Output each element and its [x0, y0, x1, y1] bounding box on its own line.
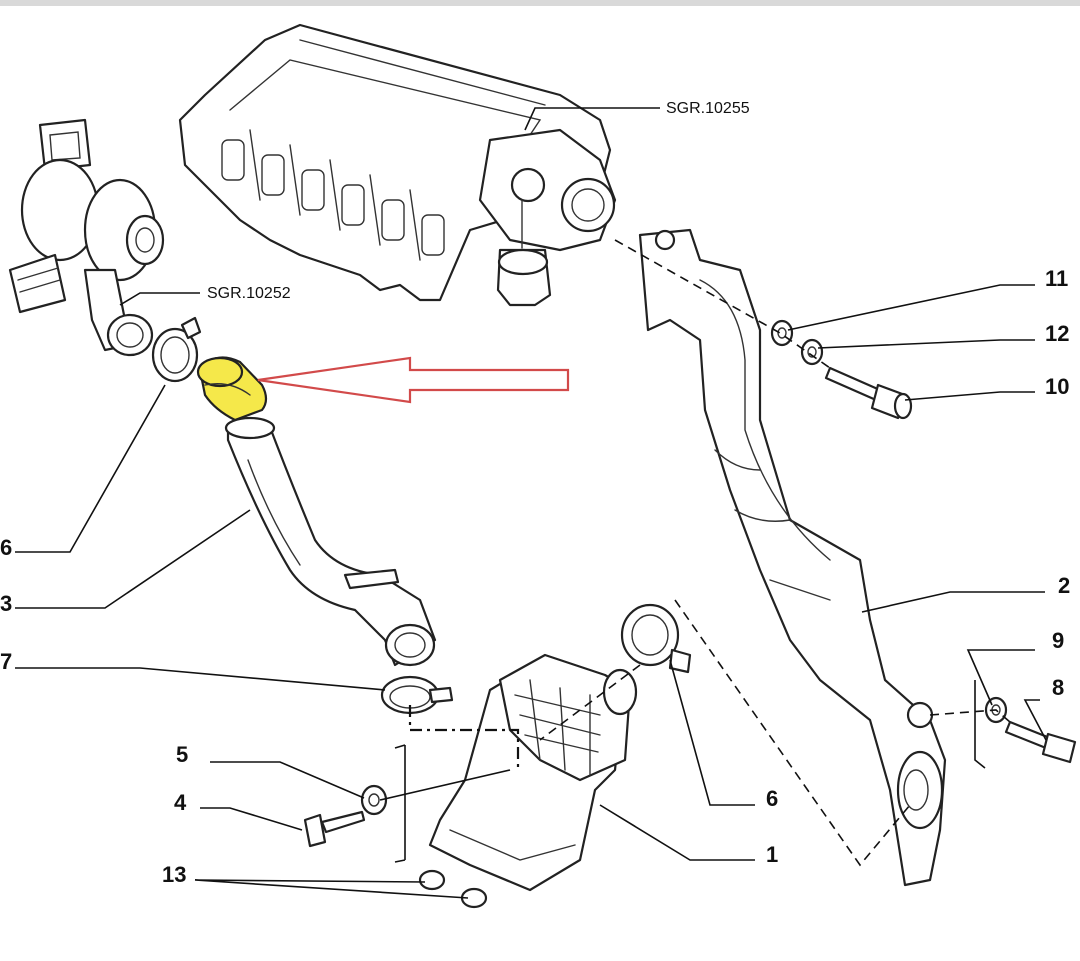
- top-gray-bar: [0, 0, 1080, 6]
- highlight-arrow: [257, 356, 570, 404]
- leader-4: [200, 807, 303, 831]
- callout-13: 13: [162, 862, 186, 887]
- washer-11: [770, 319, 794, 347]
- intercooler-pipe-2: [638, 228, 947, 887]
- leader-12: [817, 339, 1035, 349]
- leader-5: [210, 761, 365, 799]
- intercooler-hose-3: [224, 416, 437, 667]
- callout-11: 11: [1045, 266, 1068, 291]
- dashed-guide-manifold-pipe: [614, 239, 831, 369]
- leader-2: [861, 591, 1045, 613]
- callout-9: 9: [1052, 628, 1064, 653]
- dashed-guide-clamp-pipe: [539, 664, 641, 741]
- callout-10: 10: [1045, 374, 1069, 399]
- callout-4: 4: [174, 790, 187, 815]
- bolt-10: [824, 366, 913, 420]
- dashdot-guide-clamp-7: [408, 705, 520, 770]
- leader-8: [1023, 699, 1047, 741]
- leader-10: [904, 391, 1035, 401]
- ref-turbocharger: SGR.10252: [207, 285, 291, 302]
- leader-6-left: [15, 384, 166, 553]
- hose-clamp-7: [380, 675, 454, 715]
- washer-12: [800, 338, 824, 366]
- hose-clamp-lower: [620, 603, 692, 674]
- intercooler: [428, 653, 638, 892]
- washer-5: [360, 784, 388, 816]
- leader-1-screw: [379, 769, 511, 801]
- dashed-guide-pipe-bottom: [674, 599, 911, 867]
- callout-6-left: 6: [0, 535, 12, 560]
- hose-clamp-upper: [151, 316, 202, 383]
- callout-12: 12: [1045, 321, 1069, 346]
- bracket-left-1: [394, 744, 406, 863]
- leader-6-right: [669, 659, 755, 806]
- callout-8: 8: [1052, 675, 1064, 700]
- turbocharger: [8, 118, 165, 357]
- callout-7: 7: [0, 649, 12, 674]
- leader-11: [787, 284, 1035, 331]
- callout-2: 2: [1058, 573, 1070, 598]
- leader-13: [194, 879, 469, 899]
- bolt-8: [1004, 720, 1077, 764]
- callout-5: 5: [176, 742, 188, 767]
- bracket-right-1: [974, 680, 986, 769]
- leader-sgr-10255: [524, 107, 660, 131]
- leader-9: [966, 649, 1035, 706]
- screw-4: [303, 810, 366, 848]
- ref-intake-manifold: SGR.10255: [666, 100, 750, 117]
- dashed-guide-bolt-8: [929, 709, 1011, 723]
- grommets-13: [418, 869, 488, 909]
- callout-1: 1: [766, 842, 778, 867]
- leader-3: [15, 509, 251, 609]
- callout-3: 3: [0, 591, 12, 616]
- highlighted-hose: [196, 356, 268, 422]
- leader-sgr-10252: [119, 292, 200, 306]
- intake-manifold: [178, 23, 617, 307]
- leader-7: [15, 667, 386, 691]
- callout-6-right: 6: [766, 786, 778, 811]
- leader-1: [599, 804, 755, 861]
